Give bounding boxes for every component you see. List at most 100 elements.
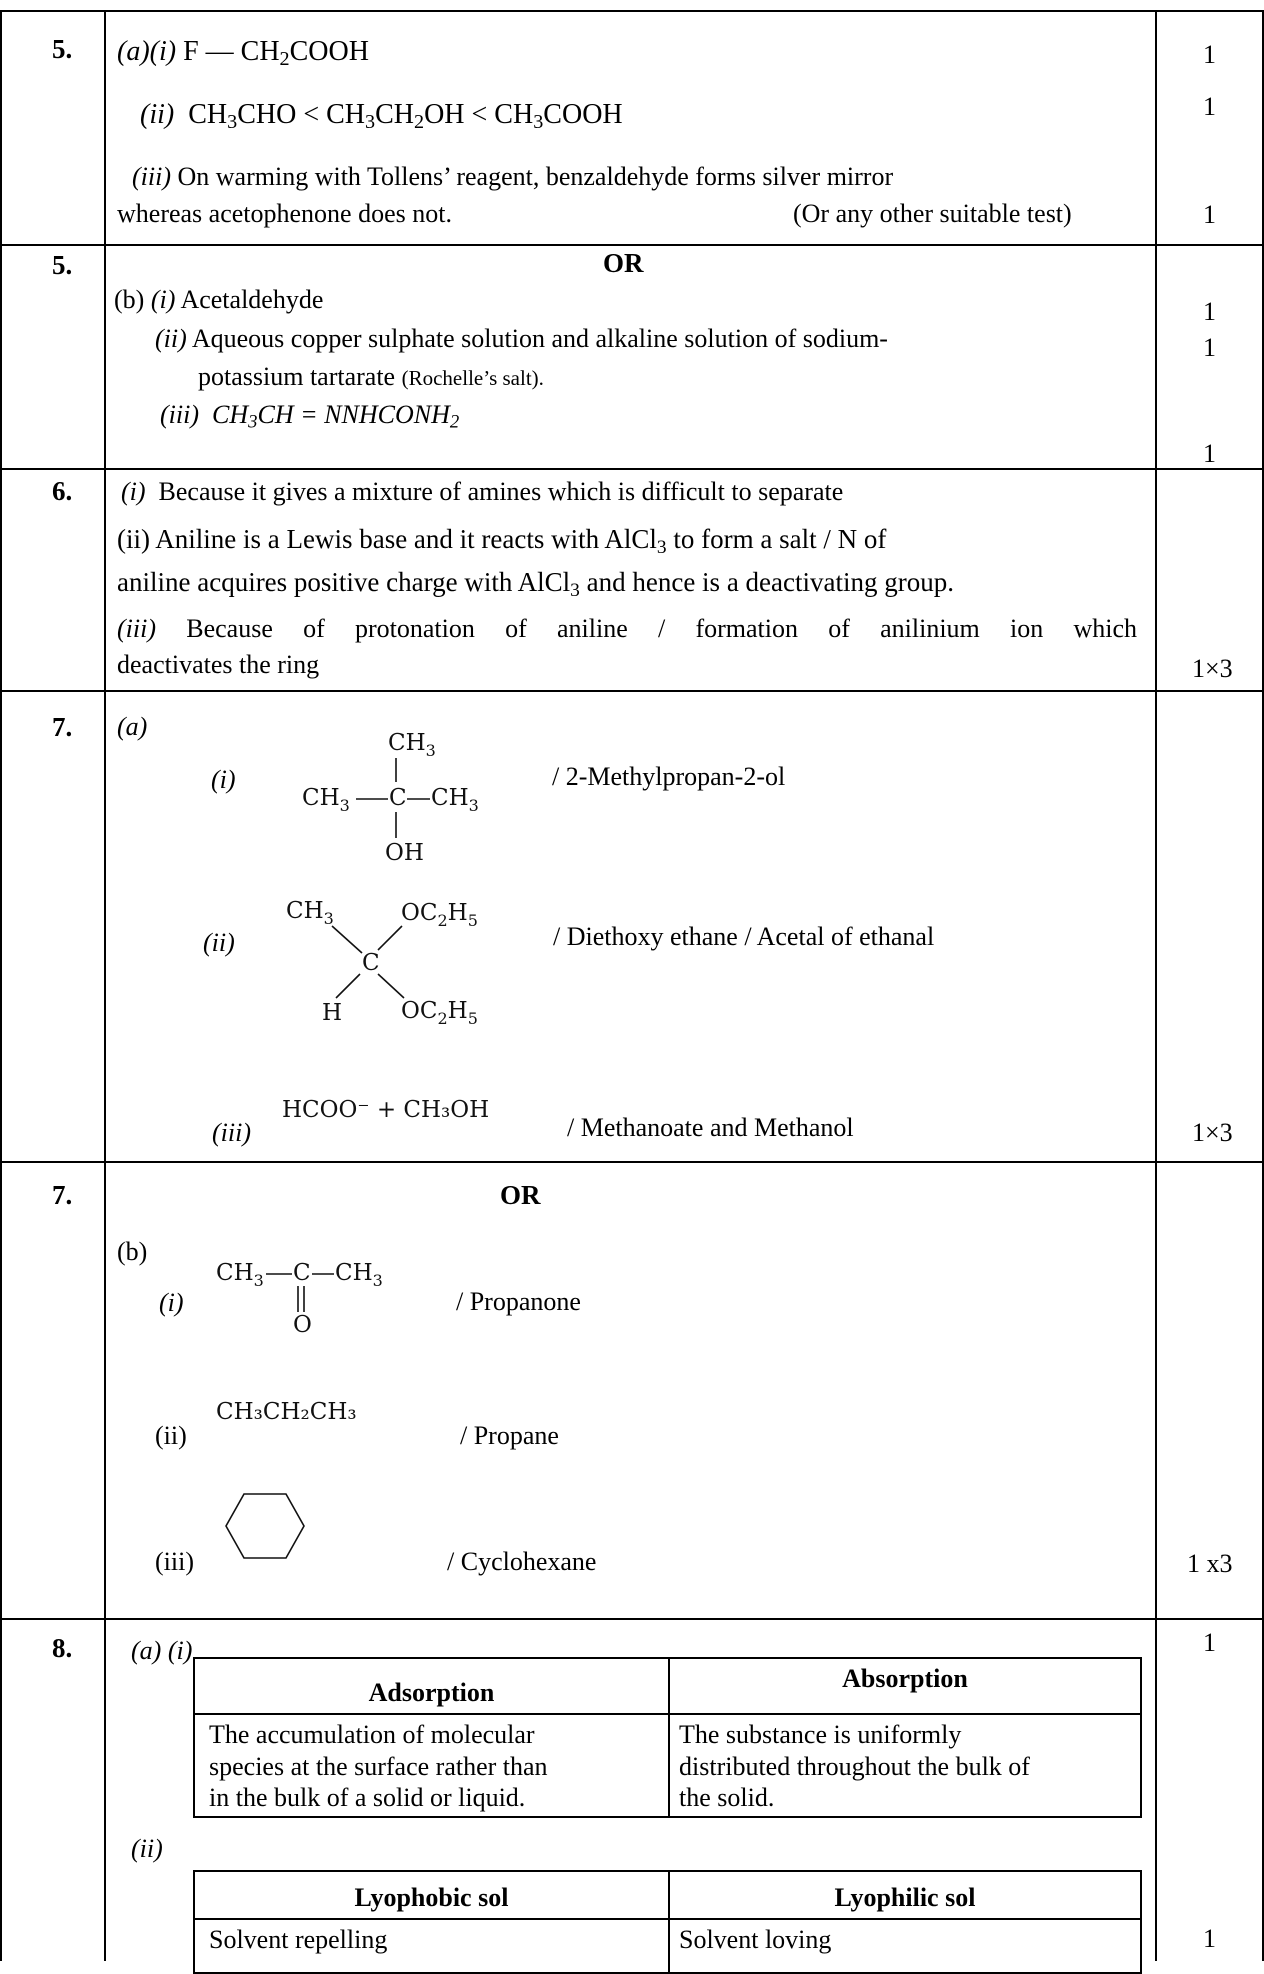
part-label: (a): [117, 712, 148, 741]
compound-name: / Propanone: [456, 1287, 581, 1316]
formula-subscript: 2: [414, 111, 425, 134]
marks: 1: [1203, 297, 1216, 326]
answer-text: to form a salt / N of: [666, 524, 887, 554]
marks: 1: [1203, 1924, 1216, 1953]
formula-subscript: 3: [533, 111, 544, 134]
bond-line: [335, 973, 361, 999]
answer-note: (Rochelle’s salt).: [401, 366, 544, 390]
table-header: Lyophobic sol: [354, 1883, 509, 1912]
formula-subscript: 3: [656, 536, 667, 558]
formula-text: COOH: [543, 99, 623, 130]
part-label: (i): [211, 765, 236, 794]
table-header: Adsorption: [368, 1678, 495, 1707]
answer-text: Acetaldehyde: [180, 285, 324, 314]
answer-text: aniline acquires positive charge with Al…: [117, 567, 571, 597]
part-label: (iii): [212, 1118, 251, 1147]
compound-name: / Propane: [460, 1421, 559, 1450]
column-divider: [104, 10, 106, 1961]
compound-name: / 2-Methylpropan-2-ol: [552, 762, 786, 791]
cell-line: species at the surface rather than: [209, 1751, 548, 1781]
part-label: (ii): [131, 1834, 163, 1863]
answer-5a-iii-line2: whereas acetophenone does not.: [117, 199, 452, 228]
formula-text: CH: [188, 99, 228, 130]
adsorption-comparison-table: Adsorption Absorption The accumulation o…: [193, 1657, 1142, 1818]
answer-5b-i: (b) (i) Acetaldehyde: [114, 285, 323, 315]
formula-subscript: 3: [365, 111, 376, 134]
table-cell: The accumulation of molecular species at…: [209, 1719, 548, 1814]
marks: 1×3: [1192, 1118, 1233, 1147]
table-header: Absorption: [842, 1664, 968, 1693]
row-divider: [0, 690, 1264, 692]
marks: 1: [1203, 333, 1216, 362]
formula-text: CH = NNHCONH: [257, 400, 450, 429]
hydroxyl-group: OH: [385, 840, 424, 866]
products-formula: HCOO⁻ + CH₃OH: [282, 1097, 490, 1123]
formula-text: CHO < CH: [237, 99, 366, 130]
table-cell: The substance is uniformly distributed t…: [679, 1719, 1030, 1814]
compound-name: / Diethoxy ethane / Acetal of ethanal: [553, 922, 935, 951]
answer-5a-ii: (ii) CH3CHO < CH3CH2OH < CH3COOH: [140, 99, 623, 134]
hydrogen-atom: H: [322, 1000, 342, 1026]
cyclohexane-ring: [225, 1493, 305, 1559]
tert-butanol-structure: CH3 CH3 C CH3 OH: [302, 730, 479, 866]
answer-5b-iii: (iii) CH3CH = NNHCONH2: [160, 400, 459, 433]
part-label: (ii): [155, 1421, 187, 1450]
row-divider: [0, 1618, 1264, 1620]
marks: 1: [1203, 92, 1216, 121]
answer-text: and hence is a deactivating group.: [579, 567, 954, 597]
bond-line: [377, 973, 405, 999]
table-cell: Solvent repelling: [209, 1925, 388, 1954]
answer-text: potassium tartarate: [198, 362, 396, 391]
sol-comparison-table: Lyophobic sol Lyophilic sol Solvent repe…: [193, 1870, 1142, 1974]
formula-text: F — CH: [183, 36, 280, 67]
cell-line: distributed throughout the bulk of: [679, 1751, 1030, 1781]
part-label: (b): [117, 1237, 148, 1266]
central-carbon: C: [362, 950, 380, 976]
formula-subscript: 3: [227, 111, 238, 134]
marks: 1 x3: [1187, 1549, 1233, 1578]
row-divider: [0, 1161, 1264, 1163]
part-label: (iii): [117, 614, 156, 643]
answer-text: Aqueous copper sulphate solution and alk…: [191, 324, 888, 353]
propane-formula: CH₃CH₂CH₃: [216, 1399, 357, 1425]
question-number: 7.: [52, 712, 73, 742]
answer-6-iii-line2: deactivates the ring: [117, 650, 320, 679]
alternative-note: (Or any other suitable test): [793, 199, 1072, 228]
column-divider: [1155, 10, 1157, 1961]
formula-text: COOH: [289, 36, 369, 67]
marks: 1: [1203, 1628, 1216, 1657]
part-label: (i): [150, 285, 176, 314]
formula-text: OH < CH: [424, 99, 534, 130]
table-divider: [195, 1713, 1140, 1715]
question-number: 7.: [52, 1180, 73, 1210]
question-number: 5.: [52, 34, 73, 64]
part-label: (ii): [203, 928, 235, 957]
table-header: Lyophilic sol: [834, 1883, 976, 1912]
or-heading: OR: [603, 248, 644, 278]
answer-text: (ii) Aniline is a Lewis base and it reac…: [117, 524, 657, 554]
compound-name: / Cyclohexane: [447, 1547, 597, 1576]
bond-line: [377, 925, 403, 951]
answer-6-iii-line1: (iii) Because of protonation of aniline …: [117, 614, 1137, 644]
answer-5b-ii-line1: (ii) Aqueous copper sulphate solution an…: [155, 324, 888, 354]
cell-line: The substance is uniformly: [679, 1720, 962, 1749]
ethoxy-top: OC2H5: [401, 900, 478, 930]
part-label: (i): [159, 1288, 184, 1317]
table-cell: Solvent loving: [679, 1925, 832, 1954]
compound-name: / Methanoate and Methanol: [567, 1113, 854, 1142]
answer-6-ii-line2: aniline acquires positive charge with Al…: [117, 567, 954, 602]
question-number: 8.: [52, 1633, 73, 1663]
central-carbon: C: [389, 785, 407, 811]
oxygen-atom: O: [293, 1312, 312, 1338]
answer-5b-ii-line2: potassium tartarate (Rochelle’s salt).: [198, 362, 544, 392]
formula-subscript: 3: [570, 579, 580, 601]
part-label: (a)(i): [117, 36, 177, 67]
row-divider: [0, 244, 1264, 246]
propanone-structure: CH3 C CH3 O: [216, 1260, 383, 1338]
answer-text: On warming with Tollens’ reagent, benzal…: [177, 162, 894, 191]
formula-subscript: 2: [279, 48, 290, 71]
answer-5a-iii-line1: (iii) On warming with Tollens’ reagent, …: [132, 162, 893, 192]
question-number: 5.: [52, 250, 73, 280]
column-divider: [1262, 10, 1264, 1961]
